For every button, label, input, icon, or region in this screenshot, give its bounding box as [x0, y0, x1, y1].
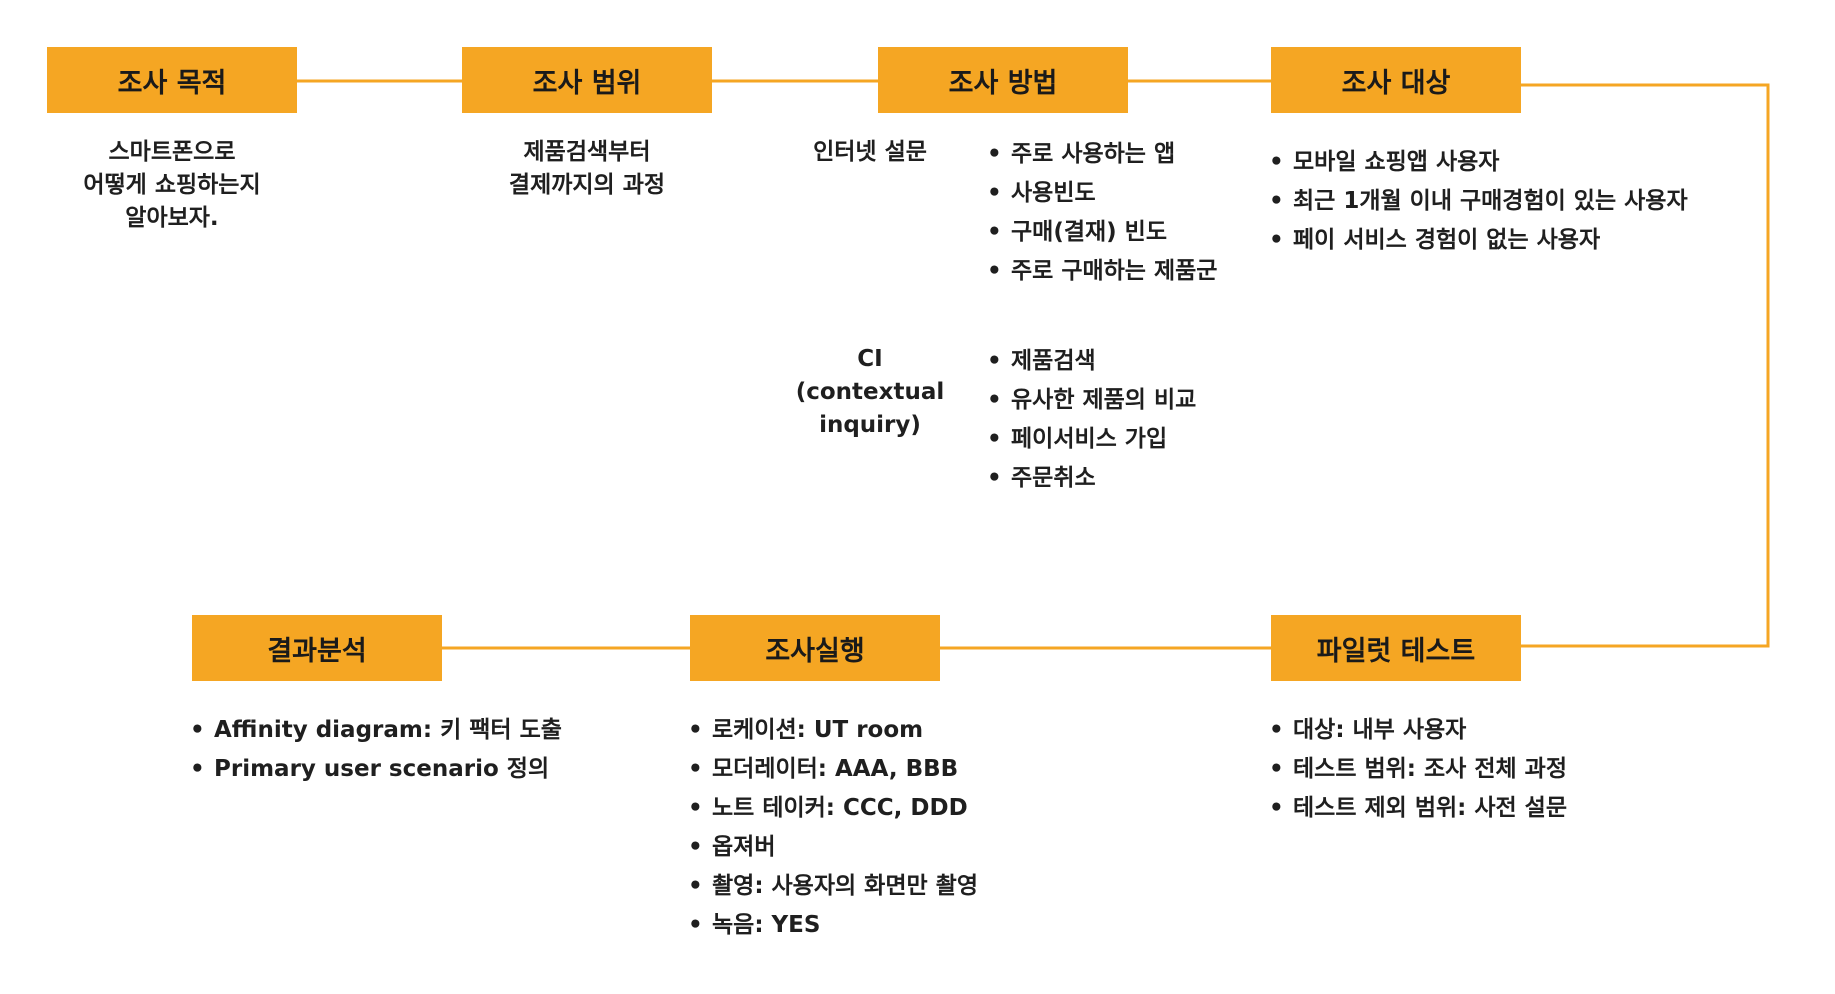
list-item: 제품검색 [985, 342, 1196, 381]
purpose-line: 스마트폰으로 [108, 139, 236, 165]
step-execution-title: 조사실행 [765, 635, 865, 667]
method-survey-list: 주로 사용하는 앱 사용빈도 구매(결재) 빈도 주로 구매하는 제품군 [985, 135, 1217, 291]
step-target-title: 조사 대상 [1341, 67, 1451, 99]
list-item: Primary user scenario 정의 [188, 750, 562, 789]
list-item: 노트 테이커: CCC, DDD [686, 789, 978, 828]
list-item: 구매(결재) 빈도 [985, 213, 1217, 252]
purpose-line: 알아보자. [125, 205, 219, 231]
step-purpose-title: 조사 목적 [117, 67, 227, 99]
ci-label-line: inquiry) [819, 412, 921, 438]
step-scope: 조사 범위 [462, 47, 712, 113]
step-analysis-title: 결과분석 [267, 635, 367, 667]
list-item: 녹음: YES [686, 906, 978, 945]
list-item: 모바일 쇼핑앱 사용자 [1267, 143, 1688, 182]
list-item: 주로 사용하는 앱 [985, 135, 1217, 174]
method-ci-label: CI (contextual inquiry) [790, 343, 950, 442]
list-item: 페이 서비스 경험이 없는 사용자 [1267, 221, 1688, 260]
list-item: 사용빈도 [985, 174, 1217, 213]
step-pilot: 파일럿 테스트 [1271, 615, 1521, 681]
list-item: 최근 1개월 이내 구매경험이 있는 사용자 [1267, 182, 1688, 221]
list-item: Affinity diagram: 키 팩터 도출 [188, 711, 562, 750]
list-item: 테스트 제외 범위: 사전 설문 [1267, 789, 1567, 828]
target-list: 모바일 쇼핑앱 사용자 최근 1개월 이내 구매경험이 있는 사용자 페이 서비… [1267, 143, 1688, 260]
list-item: 주문취소 [985, 459, 1196, 498]
list-item: 대상: 내부 사용자 [1267, 711, 1567, 750]
step-scope-title: 조사 범위 [532, 67, 642, 99]
connector-target-pilot [1521, 83, 1770, 648]
survey-label-text: 인터넷 설문 [813, 139, 927, 165]
step-target: 조사 대상 [1271, 47, 1521, 113]
step-purpose: 조사 목적 [47, 47, 297, 113]
execution-list: 로케이션: UT room 모더레이터: AAA, BBB 노트 테이커: CC… [686, 711, 978, 945]
method-ci-list: 제품검색 유사한 제품의 비교 페이서비스 가입 주문취소 [985, 342, 1196, 498]
list-item: 테스트 범위: 조사 전체 과정 [1267, 750, 1567, 789]
step-pilot-title: 파일럿 테스트 [1316, 635, 1476, 667]
scope-line: 결제까지의 과정 [508, 172, 666, 198]
method-survey-label: 인터넷 설문 [790, 136, 950, 169]
list-item: 옵져버 [686, 828, 978, 867]
ci-label-line: (contextual [795, 379, 945, 405]
purpose-line: 어떻게 쇼핑하는지 [83, 172, 261, 198]
step-execution: 조사실행 [690, 615, 940, 681]
scope-description: 제품검색부터 결제까지의 과정 [462, 136, 712, 202]
list-item: 주로 구매하는 제품군 [985, 252, 1217, 291]
list-item: 촬영: 사용자의 화면만 촬영 [686, 867, 978, 906]
list-item: 모더레이터: AAA, BBB [686, 750, 978, 789]
purpose-description: 스마트폰으로 어떻게 쇼핑하는지 알아보자. [47, 136, 297, 235]
analysis-list: Affinity diagram: 키 팩터 도출 Primary user s… [188, 711, 562, 789]
list-item: 로케이션: UT room [686, 711, 978, 750]
list-item: 페이서비스 가입 [985, 420, 1196, 459]
step-method-title: 조사 방법 [948, 67, 1058, 99]
ci-label-line: CI [857, 346, 883, 372]
list-item: 유사한 제품의 비교 [985, 381, 1196, 420]
step-method: 조사 방법 [878, 47, 1128, 113]
scope-line: 제품검색부터 [523, 139, 651, 165]
step-analysis: 결과분석 [192, 615, 442, 681]
pilot-list: 대상: 내부 사용자 테스트 범위: 조사 전체 과정 테스트 제외 범위: 사… [1267, 711, 1567, 828]
